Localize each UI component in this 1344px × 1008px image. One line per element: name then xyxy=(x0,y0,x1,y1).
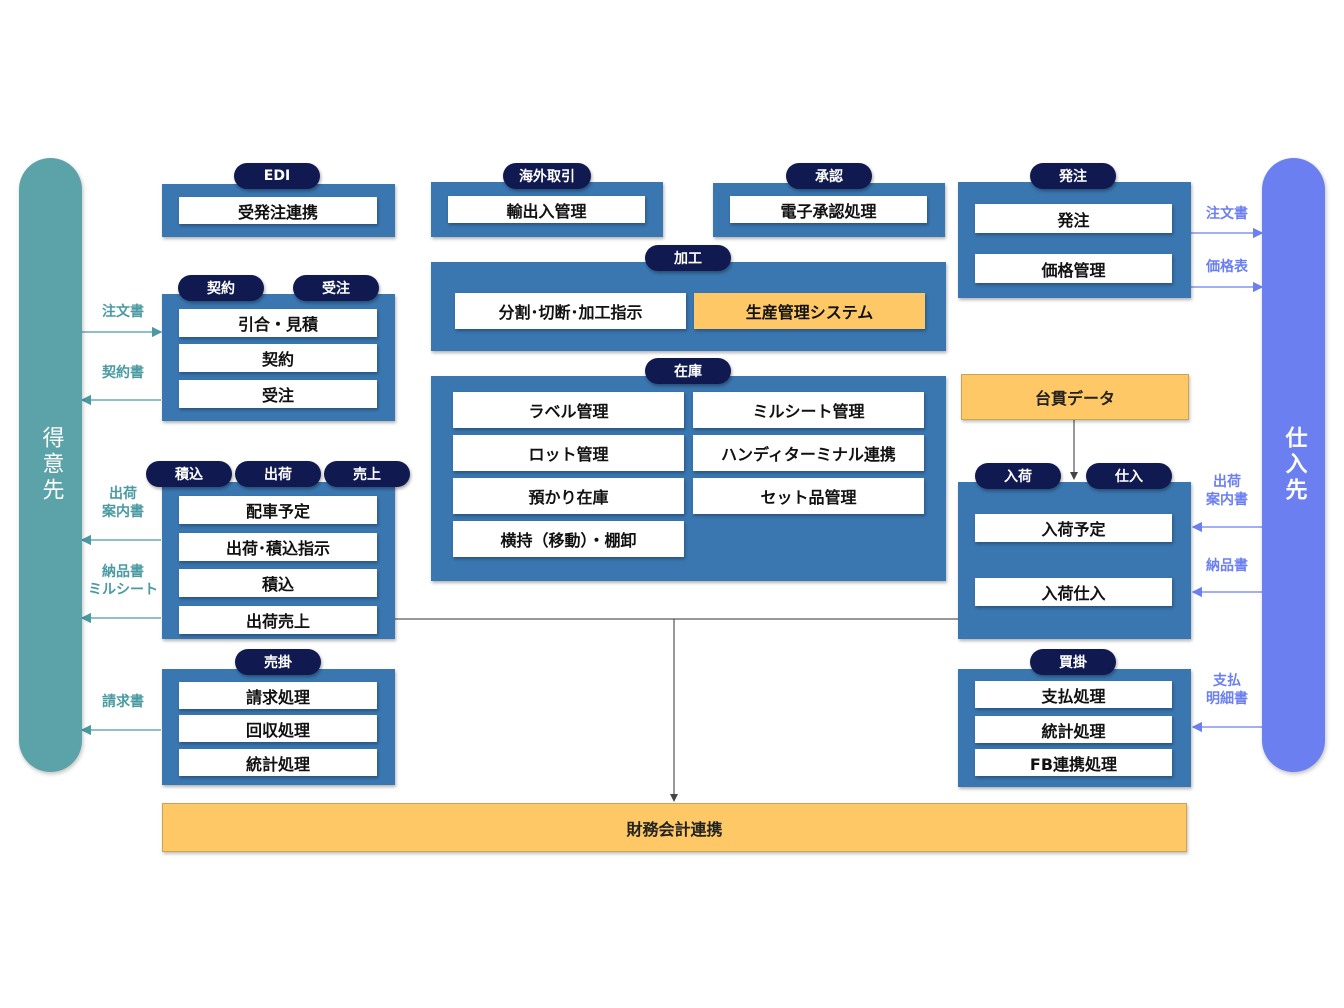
collection-process[interactable]: 回収処理 xyxy=(179,715,377,742)
contract-tag: 契約 xyxy=(178,275,264,301)
right-payment-line2: 明細書 xyxy=(1206,691,1248,707)
inventory-tag: 在庫 xyxy=(645,358,731,384)
right-shipping-guide-line2: 案内書 xyxy=(1206,492,1248,508)
lot-management[interactable]: ロット管理 xyxy=(453,435,684,471)
left-shipping-guide-label: 出荷 案内書 xyxy=(90,485,156,521)
financial-accounting-link[interactable]: 財務会計連携 xyxy=(162,803,1187,852)
cutting-instruction[interactable]: 分割･切断･加工指示 xyxy=(455,293,686,329)
supplier-pillar: 仕入先 xyxy=(1262,158,1325,772)
shipping-loading-instruction[interactable]: 出荷･積込指示 xyxy=(179,533,377,561)
approval-tag: 承認 xyxy=(786,163,872,189)
electronic-approval[interactable]: 電子承認処理 xyxy=(730,196,927,223)
receiving-purchase[interactable]: 入荷仕入 xyxy=(975,578,1172,606)
mill-sheet-management[interactable]: ミルシート管理 xyxy=(693,392,924,428)
fb-link-process[interactable]: FB連携処理 xyxy=(975,749,1172,776)
receiving-panel xyxy=(958,482,1191,639)
left-shipping-guide-line1: 出荷 xyxy=(109,486,137,502)
purchase-order-tag: 発注 xyxy=(1030,163,1116,189)
left-delivery-line1: 納品書 xyxy=(102,564,144,580)
shipping-sales[interactable]: 出荷売上 xyxy=(179,606,377,634)
inquiry-estimate[interactable]: 引合・見積 xyxy=(179,309,377,337)
right-order-form-label: 注文書 xyxy=(1206,206,1248,222)
consigned-inventory[interactable]: 預かり在庫 xyxy=(453,478,684,514)
left-order-form-label: 注文書 xyxy=(102,304,144,320)
left-delivery-line2: ミルシート xyxy=(88,582,158,598)
import-export-management[interactable]: 輸出入管理 xyxy=(448,196,645,223)
left-delivery-label: 納品書 ミルシート xyxy=(82,563,164,599)
loading-tag: 積込 xyxy=(146,461,232,487)
sales-tag: 売上 xyxy=(324,461,410,487)
purchase-order-item[interactable]: 発注 xyxy=(975,204,1172,233)
set-product-management[interactable]: セット品管理 xyxy=(693,478,924,514)
overseas-tag: 海外取引 xyxy=(503,163,591,189)
receivables-statistics[interactable]: 統計処理 xyxy=(179,749,377,776)
processing-tag: 加工 xyxy=(645,245,731,271)
supplier-label: 仕入先 xyxy=(1281,426,1307,504)
right-shipping-guide-label: 出荷 案内書 xyxy=(1194,473,1260,509)
billing-process[interactable]: 請求処理 xyxy=(179,682,377,709)
transfer-stocktake[interactable]: 横持（移動）・棚卸 xyxy=(453,521,684,557)
customer-label: 得意先 xyxy=(38,426,64,504)
contract-item[interactable]: 契約 xyxy=(179,344,377,372)
receiving-schedule[interactable]: 入荷予定 xyxy=(975,514,1172,542)
right-price-list-label: 価格表 xyxy=(1206,259,1248,275)
purchase-tag: 仕入 xyxy=(1086,463,1172,489)
payables-tag: 買掛 xyxy=(1030,649,1116,675)
right-payment-line1: 支払 xyxy=(1213,673,1241,689)
handy-terminal-link[interactable]: ハンディターミナル連携 xyxy=(693,435,924,471)
left-shipping-guide-line2: 案内書 xyxy=(102,504,144,520)
right-payment-label: 支払 明細書 xyxy=(1194,672,1260,708)
left-contract-doc-label: 契約書 xyxy=(102,365,144,381)
loading-item[interactable]: 積込 xyxy=(179,569,377,597)
order-receipt-tag: 受注 xyxy=(293,275,379,301)
receivables-tag: 売掛 xyxy=(235,649,321,675)
edi-tag: EDI xyxy=(234,163,320,189)
dispatch-schedule[interactable]: 配車予定 xyxy=(179,496,377,524)
order-receipt-item[interactable]: 受注 xyxy=(179,380,377,408)
right-shipping-guide-line1: 出荷 xyxy=(1213,474,1241,490)
payment-process[interactable]: 支払処理 xyxy=(975,681,1172,708)
payables-statistics[interactable]: 統計処理 xyxy=(975,716,1172,743)
label-management[interactable]: ラベル管理 xyxy=(453,392,684,428)
production-management-system[interactable]: 生産管理システム xyxy=(694,293,925,329)
weighbridge-data[interactable]: 台貫データ xyxy=(961,374,1189,420)
receiving-tag: 入荷 xyxy=(975,463,1061,489)
edi-order-link[interactable]: 受発注連携 xyxy=(179,197,377,224)
price-management[interactable]: 価格管理 xyxy=(975,254,1172,283)
shipping-tag: 出荷 xyxy=(235,461,321,487)
left-invoice-label: 請求書 xyxy=(102,694,144,710)
customer-pillar: 得意先 xyxy=(19,158,82,772)
right-delivery-label: 納品書 xyxy=(1206,558,1248,574)
